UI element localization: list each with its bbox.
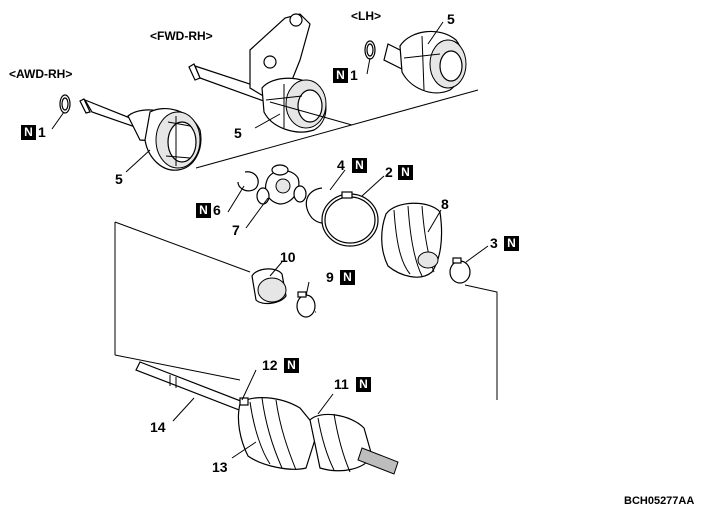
fwd-rh-joint-drawing (188, 13, 327, 133)
variant-label-fwd-rh: <FWD-RH> (150, 29, 213, 43)
callout-13: 13 (212, 459, 228, 475)
callout-9: 9 (326, 269, 334, 285)
callout-5-fwd: 5 (234, 125, 242, 141)
shaft-and-joint-drawing (135, 361, 399, 475)
callout-14: 14 (150, 419, 166, 435)
callout-1-awd: 1 (38, 124, 46, 140)
awd-rh-joint-drawing (59, 94, 202, 171)
callout-5-lh: 5 (447, 11, 455, 27)
spider-assembly-drawing (256, 164, 307, 205)
variant-label-lh: <LH> (351, 9, 382, 23)
callout-11: 11 (334, 376, 349, 392)
boot-drawing (381, 202, 443, 278)
new-part-badge: N (398, 165, 413, 180)
new-part-badge: N (356, 377, 371, 392)
dynamic-damper-drawing (251, 268, 287, 305)
callout-5-awd: 5 (115, 171, 123, 187)
new-part-badge: N (284, 358, 299, 373)
callout-6: 6 (213, 202, 221, 218)
variant-label-awd-rh: <AWD-RH> (9, 67, 73, 81)
callout-10: 10 (280, 249, 296, 265)
callout-2: 2 (385, 164, 393, 180)
callout-3: 3 (490, 235, 498, 251)
callout-8: 8 (441, 196, 449, 212)
new-part-badge: N (333, 68, 348, 83)
callout-12: 12 (262, 357, 278, 373)
callout-4: 4 (337, 157, 345, 173)
new-part-badge: N (504, 236, 519, 251)
new-part-badge: N (352, 158, 367, 173)
new-part-badge: N (196, 203, 211, 218)
callout-1-lh: 1 (350, 67, 358, 83)
figure-code: BCH05277AA (624, 495, 695, 507)
new-part-badge: N (340, 270, 355, 285)
lh-joint-drawing (364, 30, 467, 94)
callout-7: 7 (232, 222, 240, 238)
new-part-badge: N (21, 125, 36, 140)
